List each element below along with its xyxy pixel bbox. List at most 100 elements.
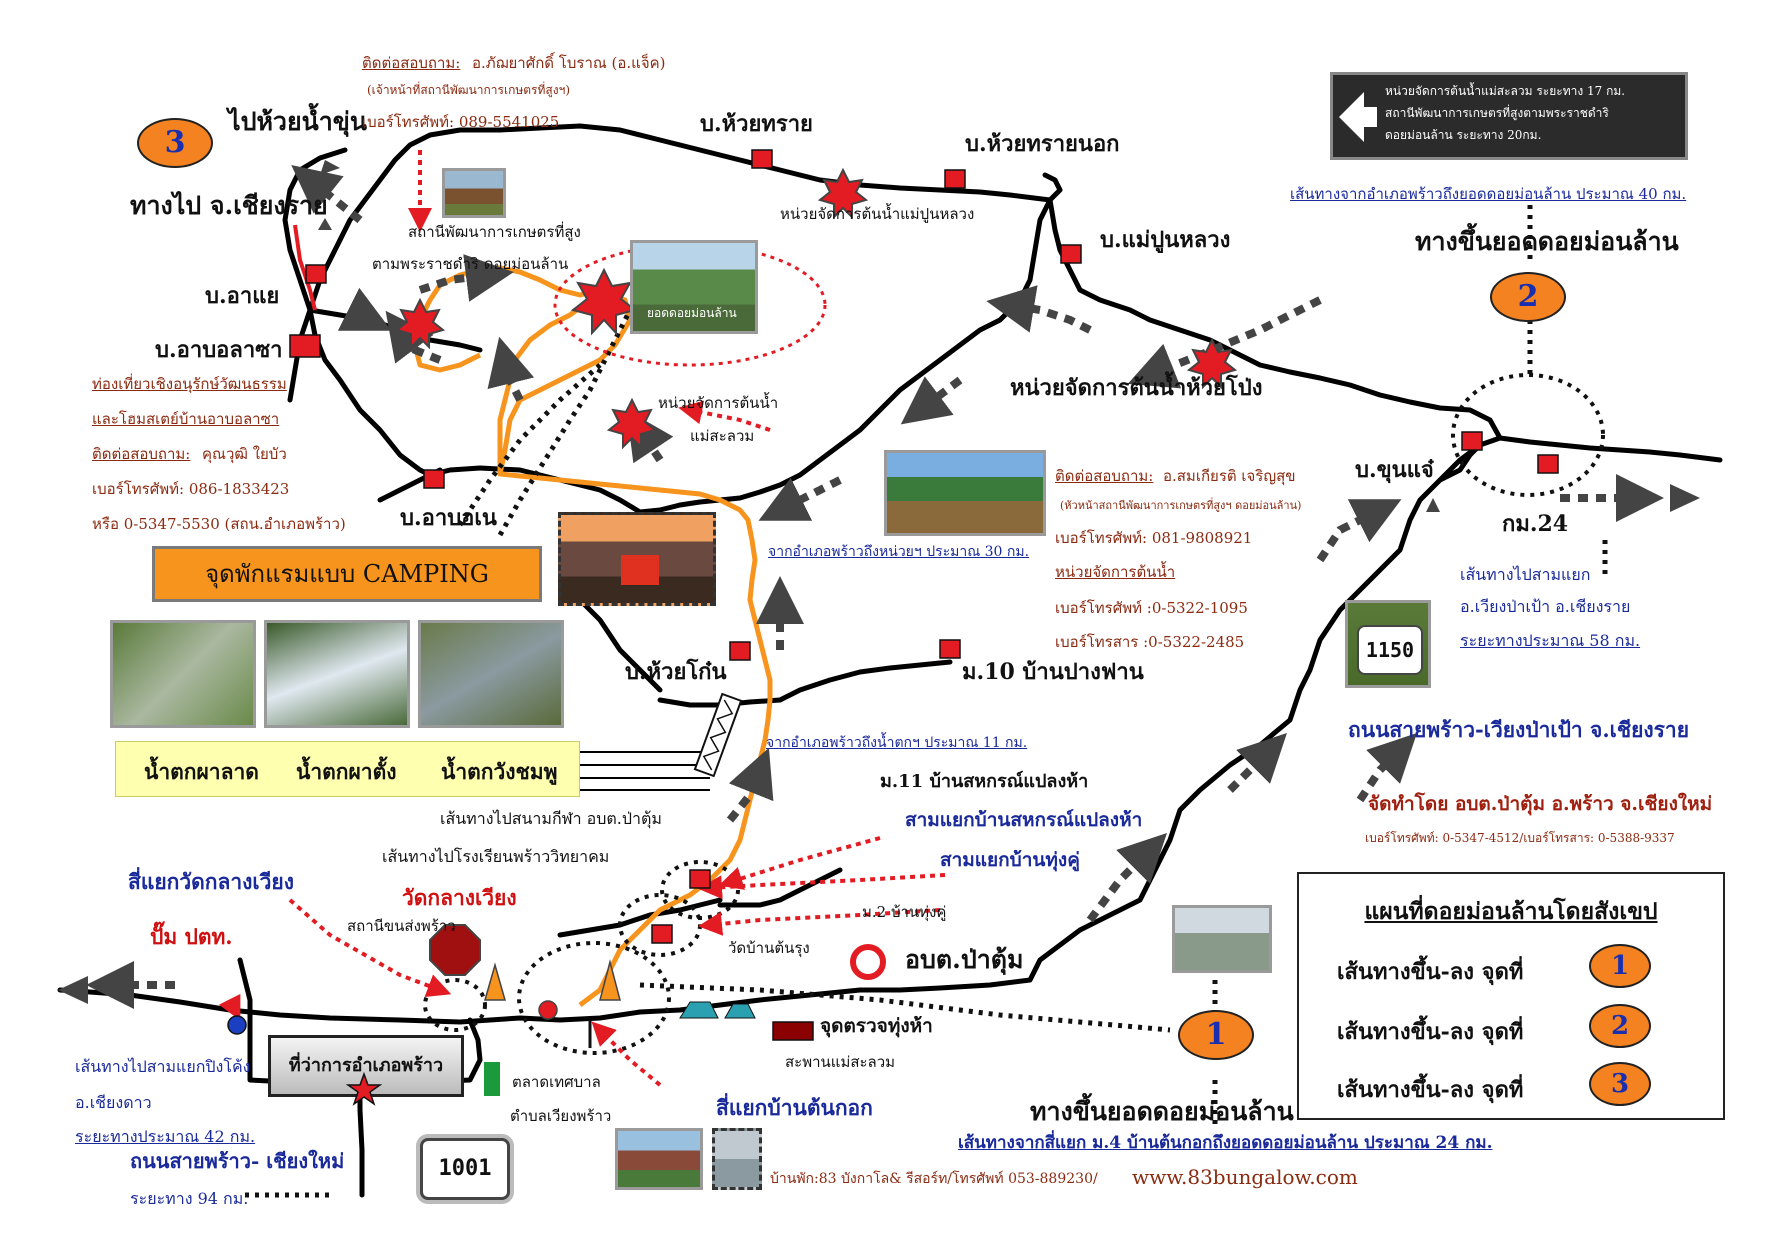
waterfall-photo-1 — [110, 620, 256, 728]
legend-num-2: 2 — [1589, 1004, 1651, 1048]
hw-1001-number: 1001 — [438, 1156, 492, 1181]
legend-box: แผนที่ดอยม่อนล้านโดยสังเขป เส้นทางขึ้น-ล… — [1297, 872, 1725, 1120]
contact3-unit: หน่วยจัดการต้นน้ำ — [1055, 563, 1176, 581]
obt-photo — [1172, 905, 1272, 973]
label-watershed-mae-salam-2: แม่สะลวม — [690, 427, 755, 445]
credit-made-by: จัดทำโดย อบต.ป่าตุ้ม อ.พร้าว จ.เชียงใหม่ — [1368, 793, 1713, 815]
entrance-1-label: ทางขึ้นยอดดอยม่อนล้าน — [1030, 1097, 1294, 1126]
label-ptt: ปั๊ม ปตท. — [150, 924, 233, 949]
contact3-unit-phone: เบอร์โทรศัพท์ :0-5322-1095 — [1055, 599, 1248, 617]
bungalow-photo-1 — [615, 1128, 703, 1190]
label-a-bo-lasa: บ.อาบอลาซา — [155, 337, 283, 363]
distance-to-waterfall: จากอำเภอพร้าวถึงน้ำตกฯ ประมาณ 11 กม. — [766, 735, 1028, 751]
hw-1001-sign: 1001 — [420, 1138, 510, 1200]
legend-num-1: 1 — [1589, 944, 1651, 988]
unit-photo — [884, 450, 1046, 536]
to-pingkong-2: อ.เชียงดาว — [75, 1093, 152, 1112]
bungalow-photo-2 — [712, 1128, 762, 1190]
credit-website[interactable]: www.83bungalow.com — [1132, 1165, 1358, 1189]
summit-photo-caption: ยอดดอยม่อนล้าน — [647, 306, 737, 320]
label-huai-sai: บ.ห้วยทราย — [700, 111, 813, 137]
to-pingkong-3: ระยะทางประมาณ 42 กม. — [75, 1127, 256, 1146]
label-sahakorn-jct: สามแยกบ้านสหกรณ์แปลงห้า — [905, 809, 1143, 831]
road-1150-label: ถนนสายพร้าว-เวียงป่าเป้า จ.เชียงราย — [1348, 717, 1690, 742]
label-m11: ม.11 บ้านสหกรณ์แปลงห้า — [880, 771, 1089, 792]
credit-phones: เบอร์โทรศัพท์: 0-5347-4512/เบอร์โทรสาร: … — [1365, 831, 1675, 845]
contact2-name: คุณวุฒิ ใยบัว — [202, 445, 287, 463]
badge-1: 1 — [1178, 1010, 1254, 1060]
hw-1150-number: 1150 — [1365, 638, 1415, 662]
badge-2: 2 — [1490, 272, 1566, 322]
label-ton-kok-jct: สี่แยกบ้านต้นกอก — [716, 1095, 873, 1120]
contact2-label: ติดต่อสอบถาม: — [92, 445, 191, 463]
label-huai-khon: บ.ห้วยโก๋น — [625, 659, 727, 685]
contact3-name: อ.สมเกียรติ เจริญสุข — [1163, 467, 1296, 485]
camping-photo — [558, 512, 716, 606]
summit-photo: ยอดดอยม่อนล้าน — [630, 240, 758, 334]
to-chiangrai-1: เส้นทางไปสามแยก — [1460, 565, 1591, 584]
unit-stars — [394, 167, 1238, 450]
contact2-phone: เบอร์โทรศัพท์: 086-1833423 — [92, 480, 290, 498]
label-m2: ม.2 บ้านทุ่งคู่ — [862, 903, 947, 921]
label-pang-fan: ม.10 บ้านปางฟาน — [962, 659, 1144, 685]
to-cm-km: ระยะทาง 94 กม. — [130, 1189, 249, 1208]
sign-line-3: ดอยม่อนล้าน ระยะทาง 20กม. — [1385, 128, 1542, 142]
district-star-icon — [346, 1072, 382, 1106]
credit-bungalow: บ้านพัก:83 บังกาโล& รีสอร์ท/โทรศัพท์ 053… — [770, 1171, 1098, 1187]
direction-arrows — [86, 165, 1664, 1009]
left-arrow-icon — [1339, 92, 1377, 142]
label-wat-ton-rung: วัดบ้านต้นรุง — [728, 939, 810, 957]
label-tambon: ตำบลเวียงพร้าว — [510, 1107, 612, 1125]
ag-station-photo — [442, 168, 506, 218]
badge-3: 3 — [137, 118, 213, 168]
waterfall-1: น้ำตกผาลาด — [144, 759, 259, 784]
village-markers — [289, 149, 1559, 1041]
distance-to-unit: จากอำเภอพร้าวถึงหน่วยฯ ประมาณ 30 กม. — [768, 544, 1030, 560]
legend-row-1: เส้นทางขึ้น-ลง จุดที่ — [1337, 954, 1523, 989]
to-pingkong-1: เส้นทางไปสามแยกปิงโค้ง — [75, 1057, 251, 1076]
waterfall-access-lines — [575, 751, 710, 791]
waterfall-photo-3 — [418, 620, 564, 728]
label-a-bo-ne: บ.อาบอเน — [400, 505, 497, 531]
label-a-yae: บ.อาแย — [205, 283, 280, 309]
symbols — [58, 160, 1700, 1096]
label-check-point: จุดตรวจทุ่งห้า — [820, 1015, 933, 1037]
waterfall-banner: น้ำตกผาลาด น้ำตกผาตั้ง น้ำตกวังชมพู — [115, 741, 580, 797]
legend-row-2-label: เส้นทางขึ้น-ลง จุดที่ — [1337, 1019, 1524, 1045]
legend-row-3-label: เส้นทางขึ้น-ลง จุดที่ — [1337, 1077, 1524, 1103]
contact1-role: (เจ้าหน้าที่สถานีพัฒนาการเกษตรที่สูงฯ) — [367, 83, 571, 97]
waterfall-3: น้ำตกวังชมพู — [441, 759, 558, 784]
label-route-sport: เส้นทางไปสนามกีฬา อบต.ป่าตุ้ม — [440, 809, 662, 828]
entrance-2-label: ทางขึ้นยอดดอยม่อนล้าน — [1415, 227, 1679, 256]
legend-row-1-label: เส้นทางขึ้น-ลง จุดที่ — [1337, 959, 1524, 985]
label-wat-klang-wiang-jct: สี่แยกวัดกลางเวียง — [128, 869, 294, 894]
label-bus-station: สถานีขนส่งพร้าว — [347, 917, 456, 935]
contact1-label: ติดต่อสอบถาม: — [362, 54, 461, 72]
contact1-name: อ.ภัฌยาศักดิ์ โบราณ (อ.แจ็ค) — [472, 54, 666, 72]
contact2-line2: และโฮมสเตย์บ้านอาบอลาซา — [92, 410, 280, 428]
direction-sign: หน่วยจัดการต้นน้ำแม่สะลวม ระยะทาง 17 กม.… — [1330, 72, 1688, 160]
sign-line-2: สถานีพัฒนาการเกษตรที่สูงตามพระราชดำริ — [1385, 106, 1609, 120]
label-wat-klang-wiang: วัดกลางเวียง — [402, 885, 517, 910]
contact3-label: ติดต่อสอบถาม: — [1055, 467, 1154, 485]
camping-banner: จุดพักแรมแบบ CAMPING — [152, 546, 542, 602]
hw-1150-sign: 1150 — [1357, 625, 1423, 675]
sign-line-1: หน่วยจัดการต้นน้ำแม่สะลวม ระยะทาง 17 กม. — [1385, 84, 1626, 98]
contact3-unit-fax: เบอร์โทรสาร :0-5322-2485 — [1055, 633, 1245, 651]
waterfall-photo-2 — [264, 620, 410, 728]
label-huai-nam-khun: ไปห้วยน้ำขุ่น — [228, 107, 367, 136]
district-office-label: ที่ว่าการอำเภอพร้าว — [288, 1055, 444, 1076]
distance-route1: เส้นทางจากสี่แยก ม.4 บ้านต้นกอกถึงยอดดอย… — [958, 1133, 1493, 1153]
waterfall-2: น้ำตกผาตั้ง — [296, 759, 397, 784]
label-ag-station-2: ตามพระราชดำริ ดอยม่อนล้าน — [372, 255, 569, 273]
label-huai-sai-nok: บ.ห้วยทรายนอก — [965, 131, 1120, 157]
label-market: ตลาดเทศบาล — [512, 1073, 601, 1091]
label-km24: กม.24 — [1502, 511, 1569, 537]
to-chiangrai-3: ระยะทางประมาณ 58 กม. — [1460, 631, 1641, 650]
label-route-school: เส้นทางไปโรงเรียนพร้าววิทยาคม — [382, 847, 610, 866]
label-watershed-huai-pong: หน่วยจัดการต้นน้ำห้วยโป่ง — [1010, 375, 1263, 401]
legend-title: แผนที่ดอยม่อนล้านโดยสังเขป — [1364, 898, 1658, 925]
label-mae-pun-luang: บ.แม่ปูนหลวง — [1100, 227, 1231, 253]
legend-num-3: 3 — [1589, 1062, 1651, 1106]
label-ag-station-1: สถานีพัฒนาการเกษตรที่สูง — [408, 223, 581, 241]
